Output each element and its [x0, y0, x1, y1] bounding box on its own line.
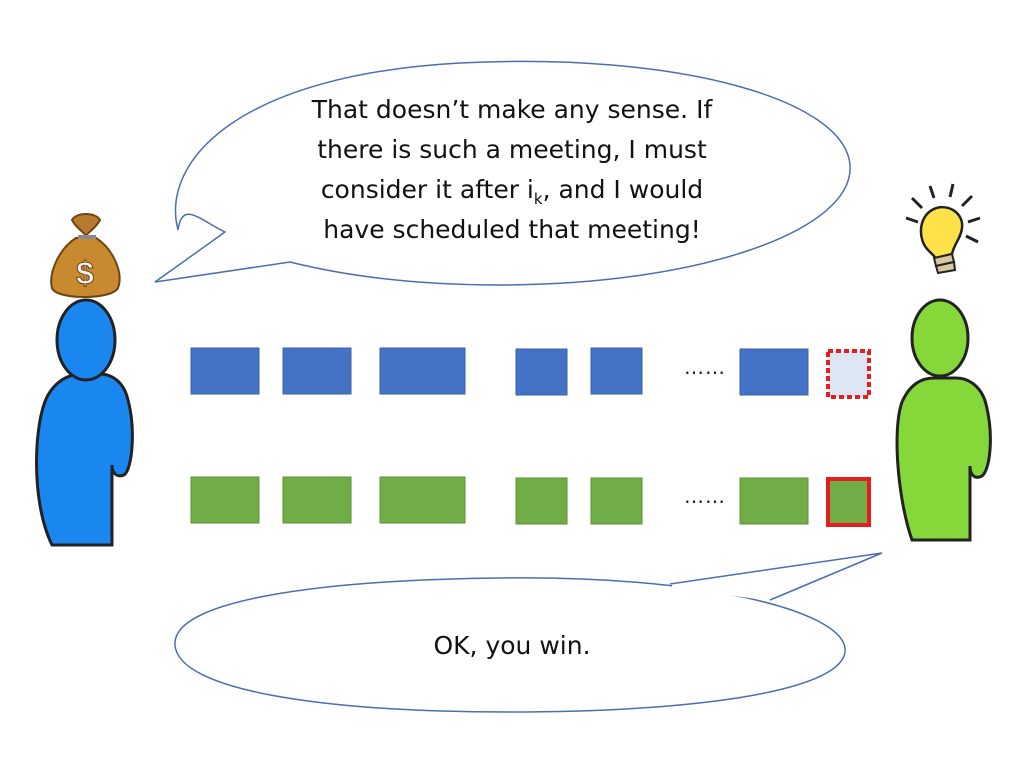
- blue-block: [190, 347, 260, 395]
- green-block: [590, 477, 643, 525]
- top-speech-text: That doesn’t make any sense. If there is…: [262, 90, 762, 250]
- top-speech-line: have scheduled that meeting!: [323, 215, 701, 244]
- right-person-icon: [895, 298, 992, 542]
- blue-block: [590, 347, 643, 395]
- blue-block: [282, 347, 352, 395]
- blue-block: [379, 347, 466, 395]
- top-speech-line: consider it after ik, and I would: [262, 170, 762, 210]
- green-block: [282, 476, 352, 524]
- green-block: [739, 477, 809, 525]
- green-block: [515, 477, 568, 525]
- blue-row-ellipsis: ……: [684, 355, 726, 379]
- blue-block: [739, 348, 809, 396]
- blue-block: [515, 348, 568, 396]
- bottom-speech-text: OK, you win.: [433, 631, 591, 660]
- bottom-speech-bubble: [174, 552, 883, 713]
- speech-fragment: , and I would: [542, 175, 704, 204]
- blue-row: [190, 347, 871, 399]
- green-row-ellipsis: ……: [684, 484, 726, 508]
- top-speech-line: That doesn’t make any sense. If: [311, 95, 713, 124]
- top-speech-bubble: [154, 60, 851, 286]
- speech-fragment: consider it after i: [320, 175, 534, 204]
- lightbulb-icon: [905, 183, 981, 275]
- subscript-k: k: [533, 190, 543, 208]
- money-bag-icon: $: [50, 213, 121, 298]
- dashed-highlight-block: [826, 349, 871, 399]
- left-person-icon: [35, 298, 134, 547]
- green-row: [190, 476, 871, 527]
- top-speech-line: there is such a meeting, I must: [317, 135, 707, 164]
- green-block: [190, 476, 260, 524]
- green-block: [379, 476, 466, 524]
- svg-text:$: $: [76, 255, 94, 291]
- solid-highlight-block: [826, 477, 871, 527]
